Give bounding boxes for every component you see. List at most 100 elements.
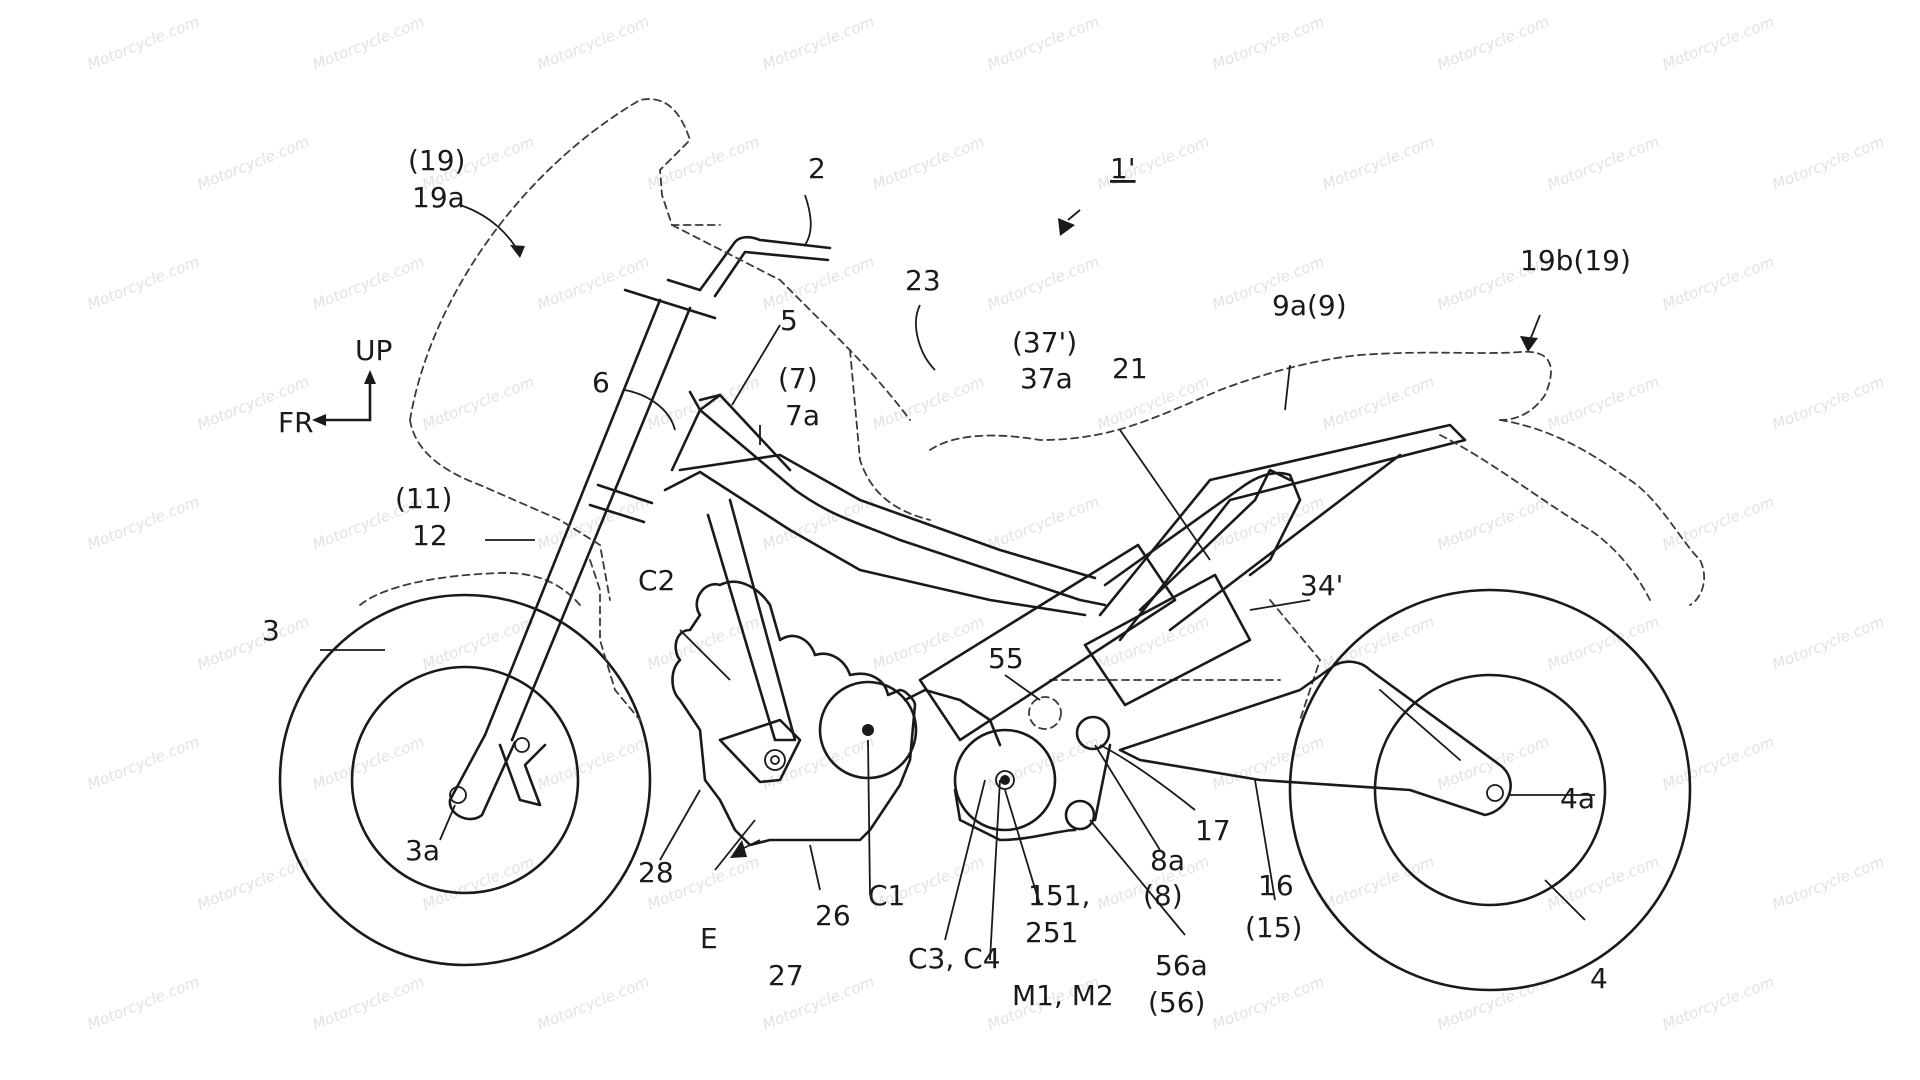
label-C2: C2 [638, 564, 675, 597]
rear-wheel [1288, 588, 1692, 992]
watermark-text: Motorcycle.com [1770, 852, 1887, 913]
watermark-text: Motorcycle.com [535, 12, 652, 73]
watermark-text: Motorcycle.com [1210, 972, 1327, 1033]
vehicle-frame [663, 390, 1467, 742]
watermark-text: Motorcycle.com [1660, 732, 1777, 793]
watermark-text: Motorcycle.com [1435, 12, 1552, 73]
label-3a: 3a [405, 834, 440, 867]
watermark-text: Motorcycle.com [1435, 492, 1552, 553]
label-17: 17 [1195, 814, 1231, 847]
front-wheel [278, 593, 652, 967]
watermark-text: Motorcycle.com [535, 252, 652, 313]
label-fr: FR [278, 406, 314, 439]
direction-indicator [312, 370, 376, 426]
watermark-text: Motorcycle.com [985, 492, 1102, 553]
label-19b: 19b(19) [1520, 244, 1631, 277]
reference-labels: (19) 19a 2 1' 19b(19) 23 5 9a(9) (37') 3… [262, 144, 1631, 1019]
watermark-text: Motorcycle.com [870, 372, 987, 433]
watermark-text: Motorcycle.com [195, 852, 312, 913]
label-251: 251 [1025, 916, 1078, 949]
watermark-text: Motorcycle.com [645, 372, 762, 433]
watermark-text: Motorcycle.com [645, 612, 762, 673]
watermark-text: Motorcycle.com [85, 12, 202, 73]
label-reference-1: 1' [1110, 152, 1136, 185]
label-2: 2 [808, 152, 826, 185]
watermark-text: Motorcycle.com [1770, 372, 1887, 433]
label-M1-M2: M1, M2 [1012, 979, 1114, 1012]
label-7a: 7a [785, 399, 820, 432]
watermark-text: Motorcycle.com [1545, 132, 1662, 193]
watermark-text: Motorcycle.com [985, 252, 1102, 313]
label-28: 28 [638, 856, 674, 889]
label-37a: 37a [1020, 362, 1073, 395]
watermark-text: Motorcycle.com [760, 12, 877, 73]
label-C1: C1 [868, 879, 905, 912]
label-6: 6 [592, 366, 610, 399]
watermark-text: Motorcycle.com [310, 732, 427, 793]
watermark-text: Motorcycle.com [535, 972, 652, 1033]
watermark-text: Motorcycle.com [85, 732, 202, 793]
watermark-text: Motorcycle.com [760, 252, 877, 313]
watermark-text: Motorcycle.com [1320, 852, 1437, 913]
watermark-text: Motorcycle.com [1660, 252, 1777, 313]
label-56-paren: (56) [1148, 986, 1205, 1019]
label-15-paren: (15) [1245, 911, 1302, 944]
watermark-text: Motorcycle.com [420, 612, 537, 673]
body-outline [409, 98, 1705, 721]
front-fork [448, 235, 832, 821]
watermark-text: Motorcycle.com [310, 12, 427, 73]
watermark-text: Motorcycle.com [535, 732, 652, 793]
label-5: 5 [780, 304, 798, 337]
watermark-text: Motorcycle.com [1210, 12, 1327, 73]
watermark-text: Motorcycle.com [85, 252, 202, 313]
label-151: 151, [1028, 879, 1090, 912]
engine [671, 580, 1002, 847]
watermark-text: Motorcycle.com [1545, 372, 1662, 433]
watermark-text: Motorcycle.com [1545, 852, 1662, 913]
watermark-text: Motorcycle.com [985, 12, 1102, 73]
label-9a: 9a(9) [1272, 289, 1347, 322]
label-19a: 19a [412, 181, 465, 214]
battery-box [918, 543, 1252, 742]
label-26: 26 [815, 899, 851, 932]
label-7-paren: (7) [778, 362, 818, 395]
label-3: 3 [262, 614, 280, 647]
watermark-text: Motorcycle.com [645, 132, 762, 193]
label-11-paren: (11) [395, 482, 452, 515]
label-56a: 56a [1155, 949, 1208, 982]
watermark-text: Motorcycle.com [1320, 372, 1437, 433]
watermark-text: Motorcycle.com [1660, 972, 1777, 1033]
label-4: 4 [1590, 962, 1608, 995]
label-19-paren: (19) [408, 144, 465, 177]
label-23: 23 [905, 264, 941, 297]
label-34: 34' [1300, 569, 1343, 602]
watermark-text: Motorcycle.com [1320, 132, 1437, 193]
label-8-paren: (8) [1143, 879, 1183, 912]
watermark-text: Motorcycle.com [1095, 612, 1212, 673]
watermark-text: Motorcycle.com [985, 732, 1102, 793]
watermark-text: Motorcycle.com [1770, 612, 1887, 673]
label-E: E [700, 922, 718, 955]
label-16: 16 [1258, 869, 1294, 902]
label-12: 12 [412, 519, 448, 552]
watermark-text: Motorcycle.com [1660, 12, 1777, 73]
watermark-text: Motorcycle.com [1770, 132, 1887, 193]
label-4a: 4a [1560, 782, 1595, 815]
watermark-text: Motorcycle.com [310, 972, 427, 1033]
label-27: 27 [768, 959, 804, 992]
swing-arm [1118, 660, 1512, 817]
watermark-text: Motorcycle.com [195, 612, 312, 673]
label-up: UP [355, 334, 392, 367]
leader-lines [320, 194, 1595, 961]
watermark-text: Motorcycle.com [85, 492, 202, 553]
front-fender [359, 572, 581, 606]
drive-motor [953, 696, 1112, 842]
watermark-text: Motorcycle.com [870, 612, 987, 673]
watermark-text: Motorcycle.com [195, 132, 312, 193]
label-8a: 8a [1150, 844, 1185, 877]
watermark-text: Motorcycle.com [85, 972, 202, 1033]
watermark-text: Motorcycle.com [310, 252, 427, 313]
watermark-text: Motorcycle.com [1435, 972, 1552, 1033]
label-37-paren: (37') [1012, 326, 1077, 359]
